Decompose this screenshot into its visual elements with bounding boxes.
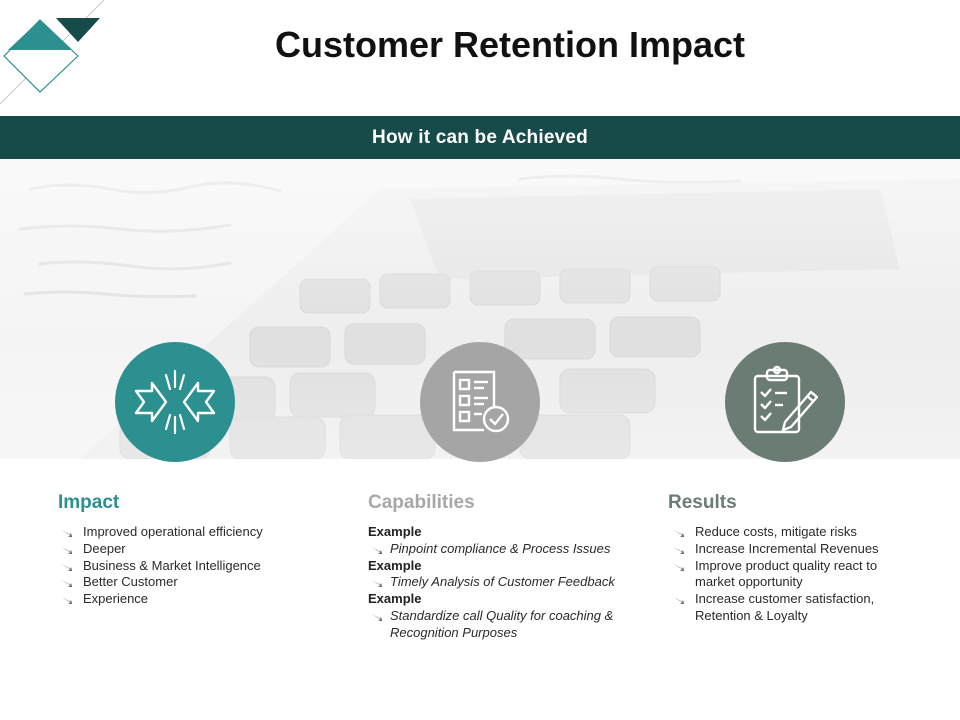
arrow-bullet-icon (61, 597, 72, 605)
list-item: Timely Analysis of Customer Feedback (368, 574, 658, 591)
capabilities-icon-circle (420, 342, 540, 462)
arrow-bullet-icon (61, 530, 72, 537)
arrows-inward-icon (134, 369, 216, 435)
example-list: Pinpoint compliance & Process Issues (368, 541, 658, 558)
example-list: Timely Analysis of Customer Feedback (368, 574, 658, 591)
list-item: Improved operational efficiency (58, 524, 338, 541)
results-heading: Results (668, 492, 737, 513)
impact-heading: Impact (58, 492, 120, 513)
list-item: Increase customer satisfaction, Retentio… (670, 591, 905, 625)
arrow-bullet-icon (61, 546, 72, 554)
list-item: Experience (58, 591, 338, 608)
list-item: Deeper (58, 541, 338, 558)
arrow-bullet-icon (371, 613, 382, 621)
section-banner: How it can be Achieved (0, 116, 960, 159)
example-label: Example (368, 591, 422, 607)
list-item: Improve product quality react to market … (670, 558, 905, 592)
arrow-bullet-icon (673, 563, 684, 571)
results-icon-circle (725, 342, 845, 462)
arrow-bullet-icon (61, 563, 72, 571)
capabilities-column: Capabilities Example Pinpoint compliance… (368, 492, 658, 642)
results-list: Reduce costs, mitigate risks Increase In… (670, 524, 905, 625)
corner-decoration (0, 0, 105, 105)
arrow-bullet-icon (371, 580, 382, 588)
impact-list: Improved operational efficiency Deeper B… (58, 524, 338, 608)
arrow-bullet-icon (673, 597, 684, 605)
list-item: Business & Market Intelligence (58, 558, 338, 575)
example-label: Example (368, 524, 422, 539)
capabilities-heading: Capabilities (368, 492, 475, 513)
list-item: Increase Incremental Revenues (670, 541, 905, 558)
impact-column: Impact Improved operational efficiency D… (58, 492, 338, 608)
arrow-bullet-icon (673, 530, 684, 537)
example-list: Standardize call Quality for coaching & … (368, 608, 658, 642)
banner-text: How it can be Achieved (372, 126, 588, 148)
arrow-bullet-icon (371, 546, 382, 554)
clipboard-pen-icon (753, 365, 819, 434)
arrow-bullet-icon (673, 546, 684, 554)
list-item: Better Customer (58, 574, 338, 591)
example-label: Example (368, 557, 422, 573)
arrow-bullet-icon (61, 580, 72, 588)
list-item: Pinpoint compliance & Process Issues (368, 541, 658, 558)
list-item: Standardize call Quality for coaching & … (368, 608, 640, 642)
checklist-document-icon (452, 370, 510, 433)
page-title: Customer Retention Impact (274, 24, 746, 65)
results-column: Results Reduce costs, mitigate risks Inc… (668, 492, 928, 625)
list-item: Reduce costs, mitigate risks (670, 524, 905, 541)
impact-icon-circle (115, 342, 235, 462)
